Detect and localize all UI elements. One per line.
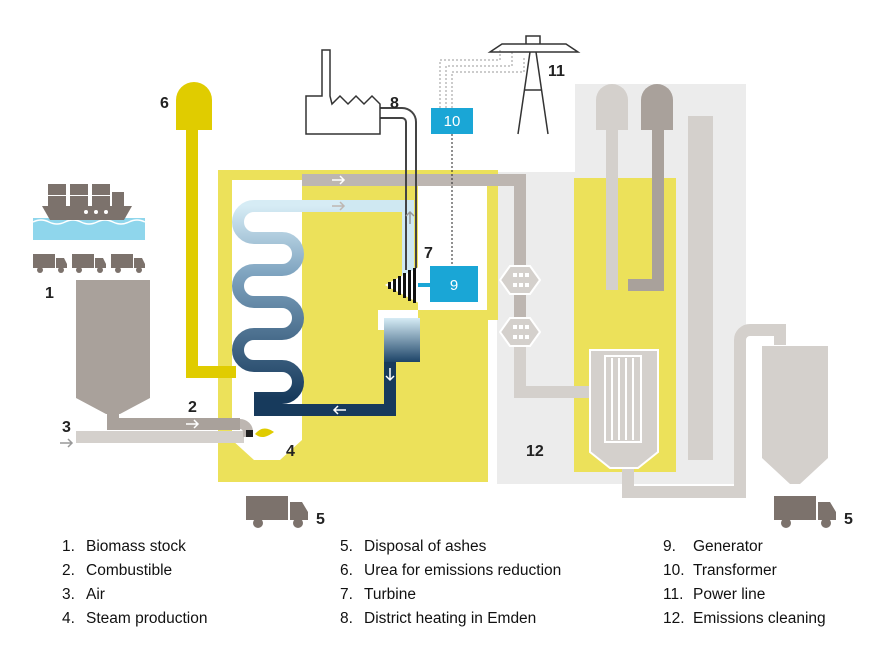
legend-column-3: 9.Generator 10.Transformer 11.Power line… <box>663 535 826 631</box>
label-biomass-stock: 1 <box>45 285 54 302</box>
power-line-cables <box>439 48 525 108</box>
legend-item: 3.Air <box>62 586 105 603</box>
chimney-stacks <box>596 84 713 460</box>
flow-arrows <box>60 175 415 448</box>
legend-item: 2.Combustible <box>62 562 173 579</box>
label-power-line: 11 <box>548 63 565 80</box>
flue-gas-pipe <box>302 128 786 498</box>
condenser <box>384 318 420 362</box>
transformer-label: 10 <box>444 113 461 130</box>
legend-item: 5.Disposal of ashes <box>340 538 487 555</box>
label-urea: 6 <box>160 95 169 112</box>
transformer-box <box>431 108 473 134</box>
label-combustible: 2 <box>188 399 197 416</box>
district-heating-building <box>305 49 417 270</box>
burner-nozzle <box>246 430 253 437</box>
legend-item: 4.Steam production <box>62 610 208 627</box>
label-air: 3 <box>62 419 71 436</box>
generator-box <box>430 266 478 302</box>
ash-truck-icon <box>246 496 308 528</box>
truck-icon <box>33 254 67 273</box>
legend-item: 12.Emissions cleaning <box>663 610 826 627</box>
urea-tank <box>176 82 236 378</box>
electrostatic-filter <box>589 349 659 469</box>
legend-item: 7.Turbine <box>340 586 416 603</box>
label-emissions-cleaning: 12 <box>526 443 544 460</box>
biomass-silo <box>76 280 240 430</box>
label-ash-disposal-2: 5 <box>844 511 853 528</box>
ash-truck-icon <box>774 496 836 528</box>
generator-label: 9 <box>450 277 458 294</box>
label-district-heating: 8 <box>390 95 399 112</box>
legend-item: 10.Transformer <box>663 562 777 579</box>
legend-item: 1.Biomass stock <box>62 538 186 555</box>
label-steam-production: 4 <box>286 443 295 460</box>
filter-units <box>498 265 542 347</box>
pylon-icon <box>487 35 581 135</box>
legend-item: 11.Power line <box>663 586 766 603</box>
legend-item: 6.Urea for emissions reduction <box>340 562 562 579</box>
legend-item: 8.District heating in Emden <box>340 610 537 627</box>
ash-silo <box>762 346 828 484</box>
flame-icon <box>255 428 274 438</box>
label-ash-disposal-1: 5 <box>316 511 325 528</box>
steam-supply-pipe <box>340 200 414 280</box>
legend-column-2: 5.Disposal of ashes 6.Urea for emissions… <box>340 535 561 631</box>
ship-icon <box>32 184 146 240</box>
legend-item: 9.Generator <box>663 538 763 555</box>
truck-icon <box>111 254 145 273</box>
label-turbine: 7 <box>424 245 433 262</box>
steam-coil <box>232 200 340 404</box>
truck-icon <box>72 254 106 273</box>
legend-column-1: 1.Biomass stock 2.Combustible 3.Air 4.St… <box>62 535 208 631</box>
turbine <box>384 267 432 303</box>
